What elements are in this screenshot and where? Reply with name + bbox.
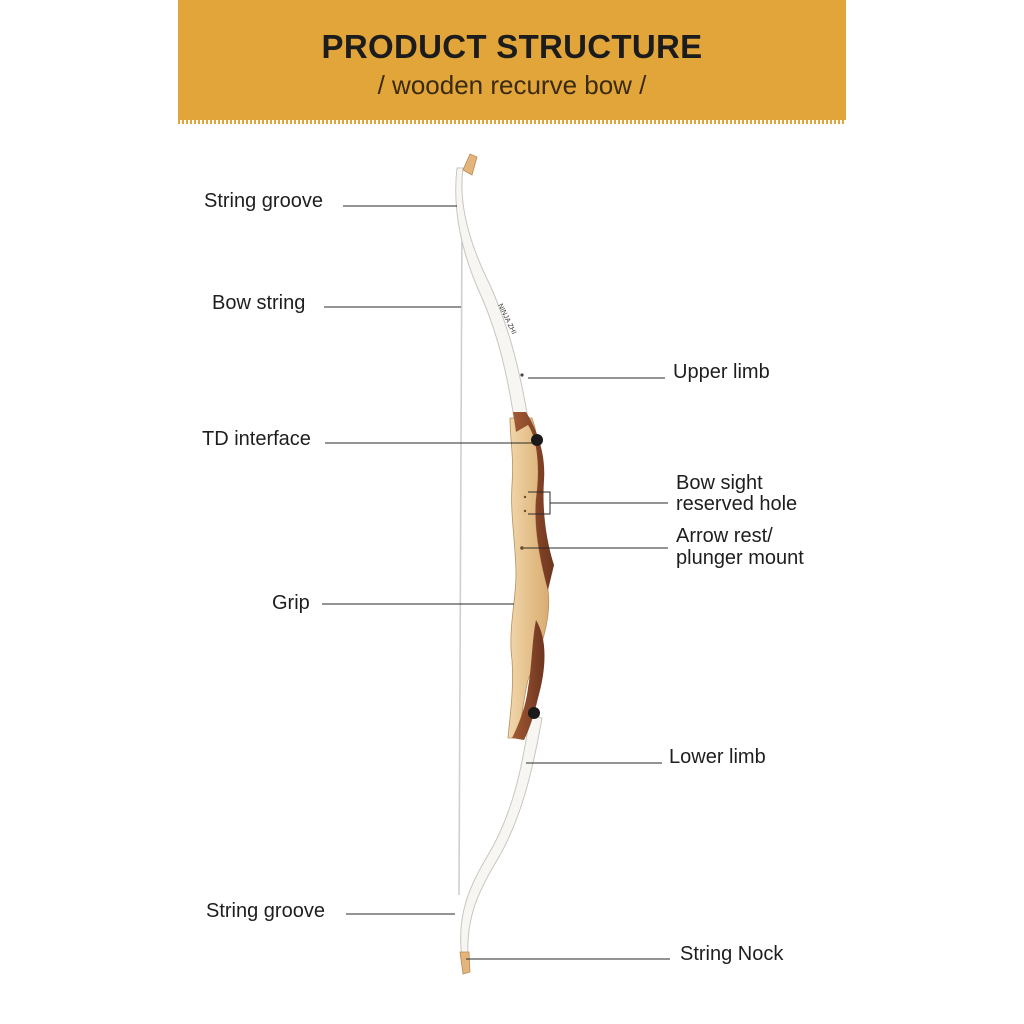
plunger-hole: [520, 546, 524, 550]
label-arrow-rest-line1: Arrow rest/: [676, 525, 773, 547]
label-string-groove-top: String groove: [204, 190, 323, 212]
label-string-groove-bottom: String groove: [206, 900, 325, 922]
label-bow-sight-line2: reserved hole: [676, 493, 798, 515]
upper-tip: [462, 153, 478, 176]
sight-hole-1: [523, 495, 527, 499]
riser-dark-wood-upper: [513, 412, 554, 590]
td-bolt-upper: [531, 434, 543, 446]
header-banner: PRODUCT STRUCTURE / wooden recurve bow /: [178, 0, 846, 124]
page-title: PRODUCT STRUCTURE: [321, 28, 703, 65]
lower-limb-shape: [460, 714, 543, 959]
label-td-interface: TD interface: [202, 428, 311, 450]
page-subtitle: / wooden recurve bow /: [377, 70, 647, 100]
upper-limb-shape: [455, 167, 531, 433]
upper-limb-mark: [520, 373, 524, 377]
leader-bow-sight: [528, 491, 668, 515]
td-bolt-lower: [528, 707, 540, 719]
label-bow-string: Bow string: [212, 292, 306, 314]
bow-string: [458, 221, 463, 896]
label-arrow-rest-line2: plunger mount: [676, 547, 804, 569]
lower-tip: [459, 951, 471, 975]
label-grip: Grip: [272, 592, 310, 614]
label-upper-limb: Upper limb: [673, 361, 770, 383]
sight-hole-2: [523, 509, 527, 513]
riser-dark-wood-lower: [512, 620, 545, 740]
label-string-nock: String Nock: [680, 943, 784, 965]
label-bow-sight-line1: Bow sight: [676, 472, 763, 494]
label-lower-limb: Lower limb: [669, 746, 766, 768]
